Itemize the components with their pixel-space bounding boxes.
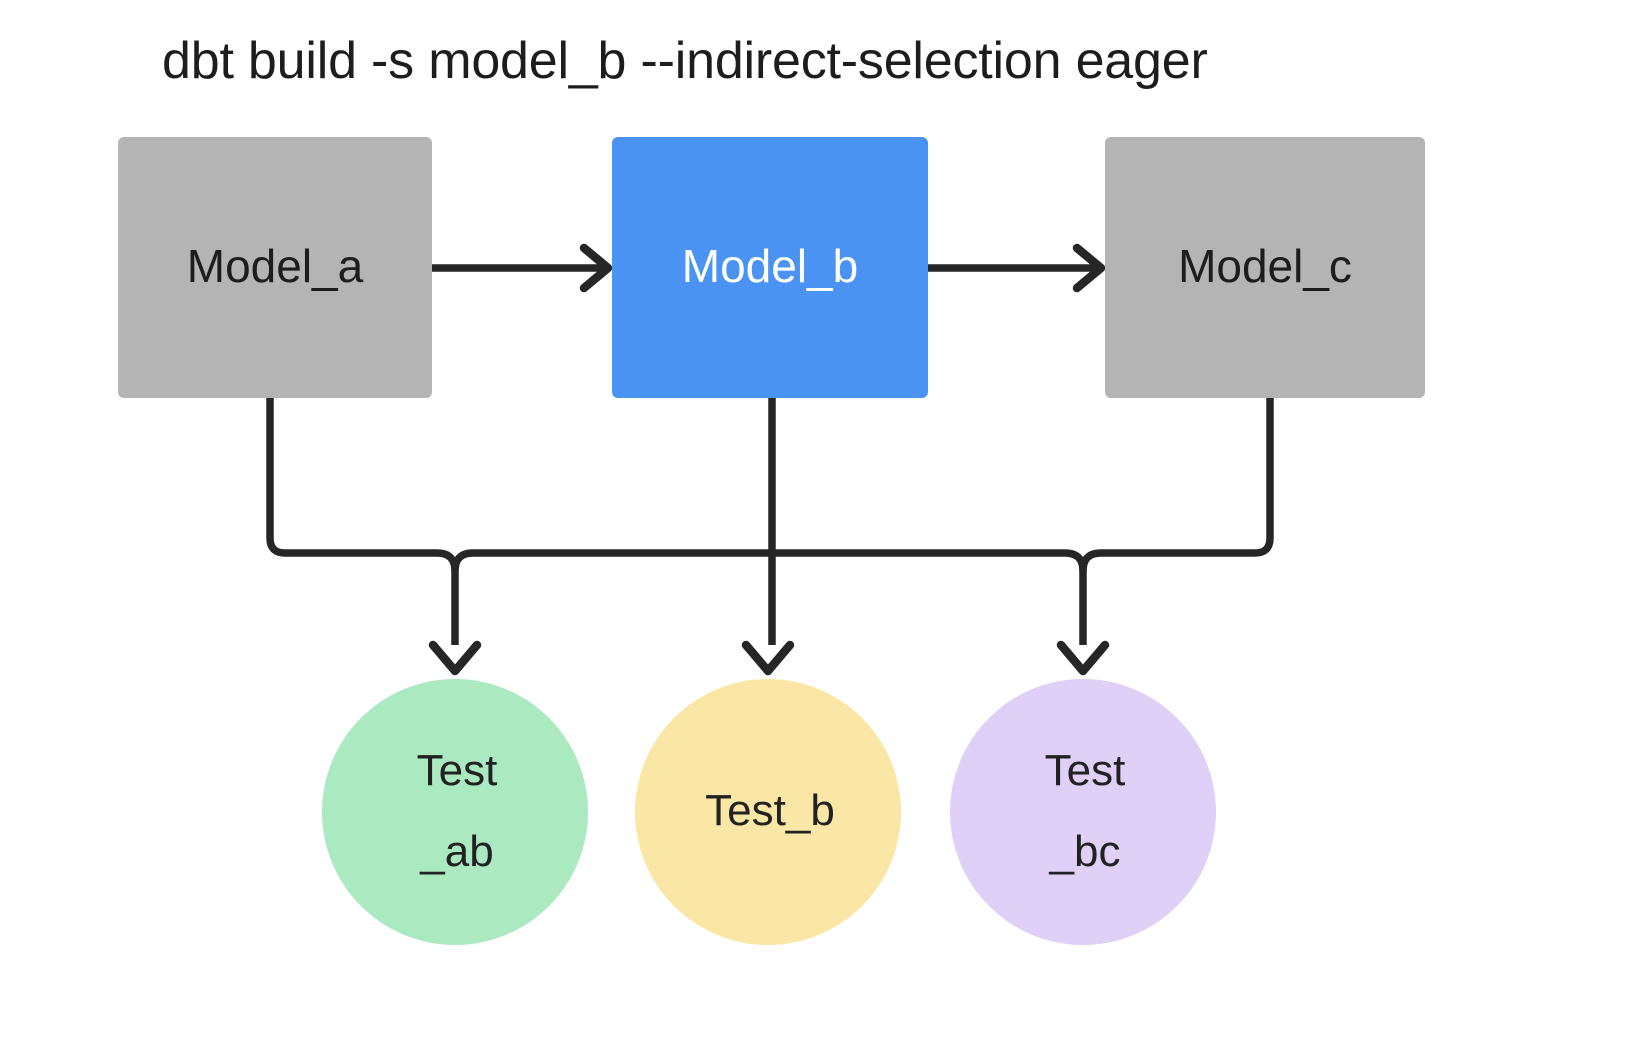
test-ab-circle[interactable] bbox=[322, 679, 588, 945]
arrowhead-test-b bbox=[741, 640, 795, 676]
test-bc-circle[interactable] bbox=[950, 679, 1216, 945]
test-bc-label-line1: Test bbox=[1045, 746, 1126, 795]
edge-model-a-to-model-b bbox=[432, 243, 613, 293]
edge-bus-left bbox=[451, 549, 772, 572]
node-model-b[interactable]: Model_b bbox=[612, 137, 928, 398]
edge-layer bbox=[266, 243, 1274, 676]
node-model-a[interactable]: Model_a bbox=[118, 137, 432, 398]
node-model-c[interactable]: Model_c bbox=[1105, 137, 1425, 398]
page-title: dbt build -s model_b --indirect-selectio… bbox=[162, 32, 1208, 90]
test-ab-label-line2: _ab bbox=[419, 827, 493, 876]
test-b-circle[interactable] bbox=[635, 679, 901, 945]
arrowhead-test-bc bbox=[1056, 640, 1110, 676]
node-test-ab[interactable]: Test _ab bbox=[322, 679, 588, 945]
model-b-box[interactable] bbox=[612, 137, 928, 398]
node-test-bc[interactable]: Test _bc bbox=[950, 679, 1216, 945]
edge-model-c-drop bbox=[1079, 398, 1274, 572]
model-a-box[interactable] bbox=[118, 137, 432, 398]
model-c-label: Model_c bbox=[1178, 240, 1352, 292]
edge-model-a-drop bbox=[266, 398, 459, 645]
arrowhead-test-ab bbox=[428, 640, 482, 676]
test-bc-label-line2: _bc bbox=[1049, 827, 1121, 876]
model-b-label: Model_b bbox=[682, 240, 858, 292]
node-test-b[interactable]: Test_b bbox=[635, 679, 901, 945]
test-b-label-line1: Test_b bbox=[705, 786, 835, 835]
test-ab-label-line1: Test bbox=[417, 746, 498, 795]
edge-model-b-to-model-c bbox=[928, 243, 1106, 293]
model-a-label: Model_a bbox=[187, 240, 364, 292]
edge-bus-right bbox=[772, 549, 1087, 645]
model-c-box[interactable] bbox=[1105, 137, 1425, 398]
